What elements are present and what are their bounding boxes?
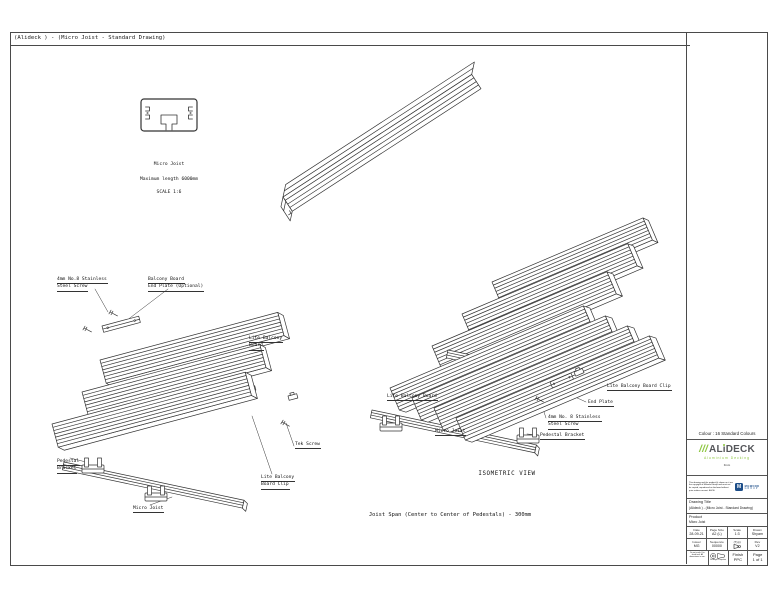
field-page: Page 1 of 1 bbox=[752, 551, 763, 562]
fields-row-2: Issuer MG Sequence 00000 (Typ) Rev V2 bbox=[687, 539, 767, 551]
label-lite-balcony-board-right: Lite Balcony Board bbox=[387, 394, 438, 402]
third-angle-projection-icon bbox=[710, 553, 725, 559]
label-micro-joist-left: Micro Joist bbox=[133, 506, 165, 514]
profile-scale: SCALE 1:6 bbox=[156, 190, 182, 195]
field-issuer: Issuer MG bbox=[687, 539, 708, 550]
field-sequence: Sequence 00000 bbox=[707, 539, 728, 550]
copyright-disclaimer: This drawing and the product(s) shown on… bbox=[689, 481, 733, 492]
from-text: From bbox=[723, 462, 731, 467]
label-pedestal-bracket-left: Pedestal Bracket bbox=[57, 459, 81, 474]
fields-row-1: Date 28-09-21 Page Size A2 (L) Scale 1:3… bbox=[687, 527, 767, 539]
typ-symbol-icon bbox=[733, 543, 742, 549]
label-end-plate-left: Balcony Board End Plate (Optional) bbox=[148, 277, 205, 292]
field-typ: (Typ) bbox=[728, 539, 748, 550]
sheet-border bbox=[10, 32, 768, 566]
logo-tagline: Aluminium Decking bbox=[703, 456, 751, 460]
field-rev: Rev V2 bbox=[754, 539, 761, 549]
logo-slashes-icon: /// bbox=[699, 444, 709, 455]
profile-cross-section bbox=[140, 98, 198, 132]
field-finish: Finish PPC bbox=[729, 551, 749, 565]
label-lite-balcony-board-left: Lite Balcony Board bbox=[249, 336, 284, 351]
isometric-joist-figure bbox=[280, 61, 482, 222]
field-drawn: Drawn Shyam bbox=[751, 527, 763, 537]
field-scale: Scale 1:3 bbox=[728, 527, 748, 538]
label-stainless-screw-right: 4mm No. 8 Stainless Steel Screw bbox=[548, 415, 602, 430]
label-stainless-screw-left: 4mm No.8 Stainless Steel Screw bbox=[57, 277, 108, 292]
projection-cell: 3rd Angle Projection bbox=[709, 551, 729, 565]
drawing-canvas bbox=[51, 61, 666, 512]
field-date: Date 28-09-21 bbox=[687, 527, 708, 538]
copyright-row: This drawing and the product(s) shown on… bbox=[687, 476, 767, 499]
field-page-size: Page Size A2 (L) bbox=[707, 527, 728, 538]
milwood-group-logo: M MILWOOD GROUP bbox=[735, 483, 760, 491]
milwood-icon: M bbox=[735, 483, 744, 491]
label-board-clip-right: Lite Balcony Board Clip bbox=[607, 384, 672, 392]
fields-row-3: Do not scale. If in doubt ask. All dimen… bbox=[687, 551, 767, 565]
isometric-view-caption: ISOMETRIC VIEW bbox=[478, 471, 536, 477]
title-block: Colour : 16 Standard Colours ///ALiDECK … bbox=[687, 427, 767, 565]
drawing-title-cell: Drawing Title (Alideck ) - (Micro Joist … bbox=[687, 499, 767, 514]
exploded-view-figure bbox=[51, 288, 299, 512]
titleblock-divider bbox=[686, 32, 687, 564]
label-tek-screw: Tek Screw bbox=[295, 442, 321, 450]
profile-max-length: Maximum length 6000mm bbox=[139, 177, 199, 182]
profile-name: Micro Joist bbox=[153, 162, 185, 167]
label-end-plate-right: End Plate bbox=[588, 400, 614, 408]
label-micro-joist-right: Micro Joist bbox=[435, 429, 467, 437]
label-board-clip-left: Lite Balcony Board Clip bbox=[261, 475, 296, 490]
general-notes: Do not scale. If in doubt ask. All dimen… bbox=[687, 551, 709, 565]
alideck-logo: ///ALiDECK Aluminium Decking From bbox=[687, 440, 767, 476]
joist-span-note: Joist Span (Center to Center of Pedestal… bbox=[368, 512, 532, 518]
label-pedestal-bracket-right: Pedestal Bracket bbox=[540, 433, 586, 441]
assembled-view-figure bbox=[369, 215, 666, 457]
sheet-header-title: (Alideck ) - (Micro Joist - Standard Dra… bbox=[10, 32, 690, 46]
product-cell: Product Micro Joist bbox=[687, 514, 767, 527]
colour-header: Colour : 16 Standard Colours bbox=[687, 427, 767, 440]
